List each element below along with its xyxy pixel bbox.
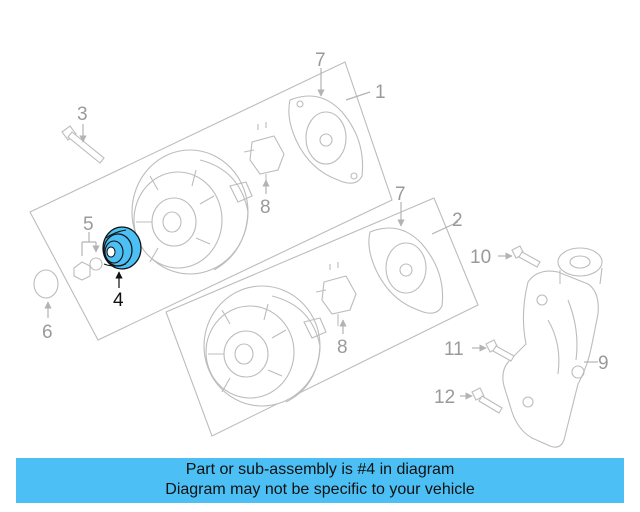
info-banner: Part or sub-assembly is #4 in diagram Di… (16, 458, 624, 503)
bolt-part-10 (511, 245, 541, 268)
callout-labels: 1 2 3 4 5 6 7 7 8 8 9 10 11 12 (42, 50, 609, 408)
callout-11: 11 (444, 339, 464, 360)
voltage-regulator-upper (243, 122, 285, 186)
alternator-lower (203, 285, 327, 407)
alternator-assembly-frame-1 (29, 61, 393, 341)
alternator-assembly-frame-2 (165, 197, 479, 437)
bolt-part-12 (471, 387, 503, 414)
banner-line-part: Part or sub-assembly is #4 in diagram (185, 461, 455, 478)
nut-part-5 (73, 257, 103, 281)
callout-6: 6 (42, 322, 53, 343)
callout-3: 3 (77, 104, 88, 125)
rear-housing-upper (288, 95, 364, 184)
callout-7-upper: 7 (315, 50, 326, 71)
callout-1: 1 (375, 82, 386, 103)
callout-7-lower: 7 (395, 184, 406, 205)
parts-diagram: 1 2 3 4 5 6 7 7 8 8 9 10 11 12 (29, 50, 609, 448)
mounting-bracket-part-9 (502, 247, 603, 448)
callout-10: 10 (470, 247, 491, 268)
bolt-part-3 (61, 125, 105, 164)
callout-5: 5 (83, 214, 94, 235)
callout-8-lower: 8 (337, 337, 348, 358)
cap-part-6 (33, 269, 59, 299)
bolt-part-11 (485, 339, 515, 362)
leader-lines (44, 68, 598, 400)
callout-12: 12 (434, 387, 455, 408)
pulley-part-4[interactable] (102, 226, 142, 270)
callout-9: 9 (598, 353, 609, 374)
callout-2: 2 (452, 210, 463, 231)
banner-line-disclaimer: Diagram may not be specific to your vehi… (165, 481, 475, 498)
callout-8-upper: 8 (260, 197, 271, 218)
alternator-upper (131, 149, 253, 275)
callout-4: 4 (113, 290, 124, 311)
voltage-regulator-lower (315, 262, 357, 326)
rear-housing-lower (368, 227, 444, 314)
